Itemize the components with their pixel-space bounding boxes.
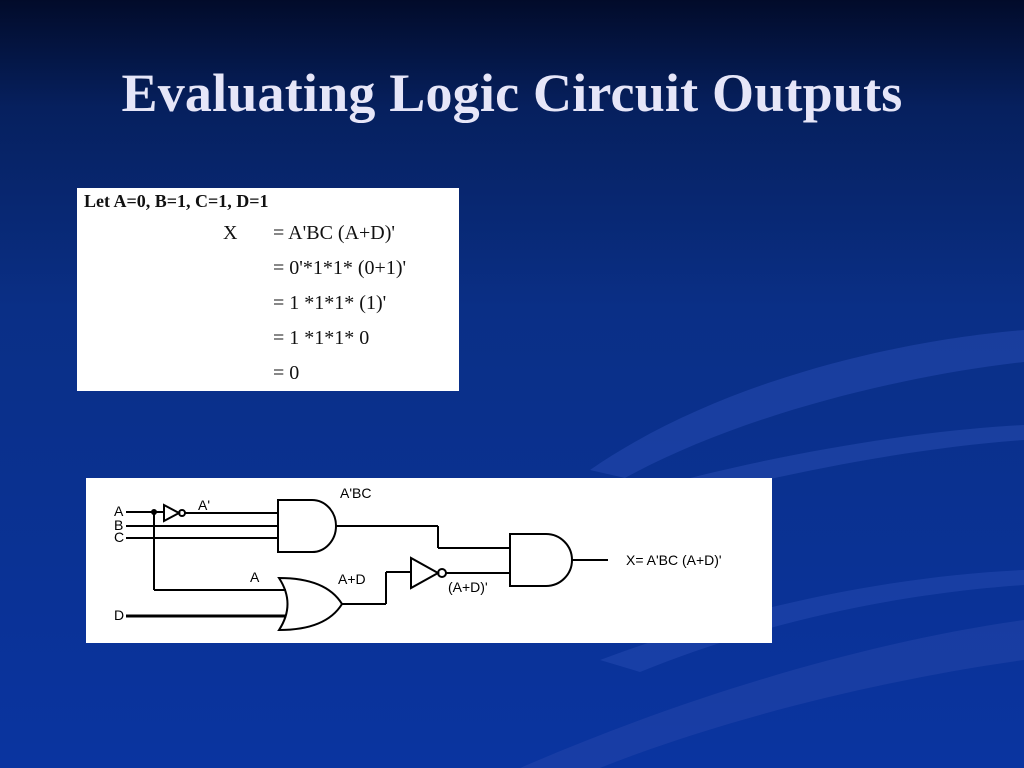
or-gate (277, 576, 344, 632)
label-not-out: (A+D)' (448, 579, 488, 595)
given-values: Let A=0, B=1, C=1, D=1 (84, 191, 269, 211)
input-label-b: B (114, 517, 123, 533)
evaluation-step: = 1 *1*1* (1)' (273, 292, 387, 314)
not-gate-or (410, 556, 441, 590)
not-bubble-a (178, 509, 186, 517)
slide-title: Evaluating Logic Circuit Outputs (121, 63, 903, 123)
junction-dot (151, 509, 157, 515)
label-output: X= A'BC (A+D)' (626, 552, 722, 568)
and-gate-2 (509, 533, 573, 587)
label-or-out: A+D (338, 571, 366, 587)
input-label-d: D (114, 607, 124, 623)
logic-circuit-diagram: A B C D A' A A'BC A+D (A+D)' X= A'BC (A+… (114, 485, 722, 632)
not-gate-a (163, 503, 182, 523)
evaluation-step: = 0'*1*1* (0+1)' (273, 257, 407, 279)
and-gate-1 (277, 499, 337, 553)
evaluation-panel: Let A=0, B=1, C=1, D=1 X = A'BC (A+D)' =… (77, 188, 459, 391)
input-label-a: A (114, 503, 124, 519)
output-variable: X (223, 222, 238, 244)
evaluation-step: = 1 *1*1* 0 (273, 327, 370, 349)
label-a-not: A' (198, 497, 210, 513)
evaluation-step: = 0 (273, 362, 300, 384)
label-and1-out: A'BC (340, 485, 371, 501)
label-a-tap: A (250, 569, 260, 585)
evaluation-step: = A'BC (A+D)' (273, 222, 395, 244)
input-label-c: C (114, 529, 124, 545)
logic-circuit-panel: A B C D A' A A'BC A+D (A+D)' X= A'BC (A+… (86, 478, 772, 643)
